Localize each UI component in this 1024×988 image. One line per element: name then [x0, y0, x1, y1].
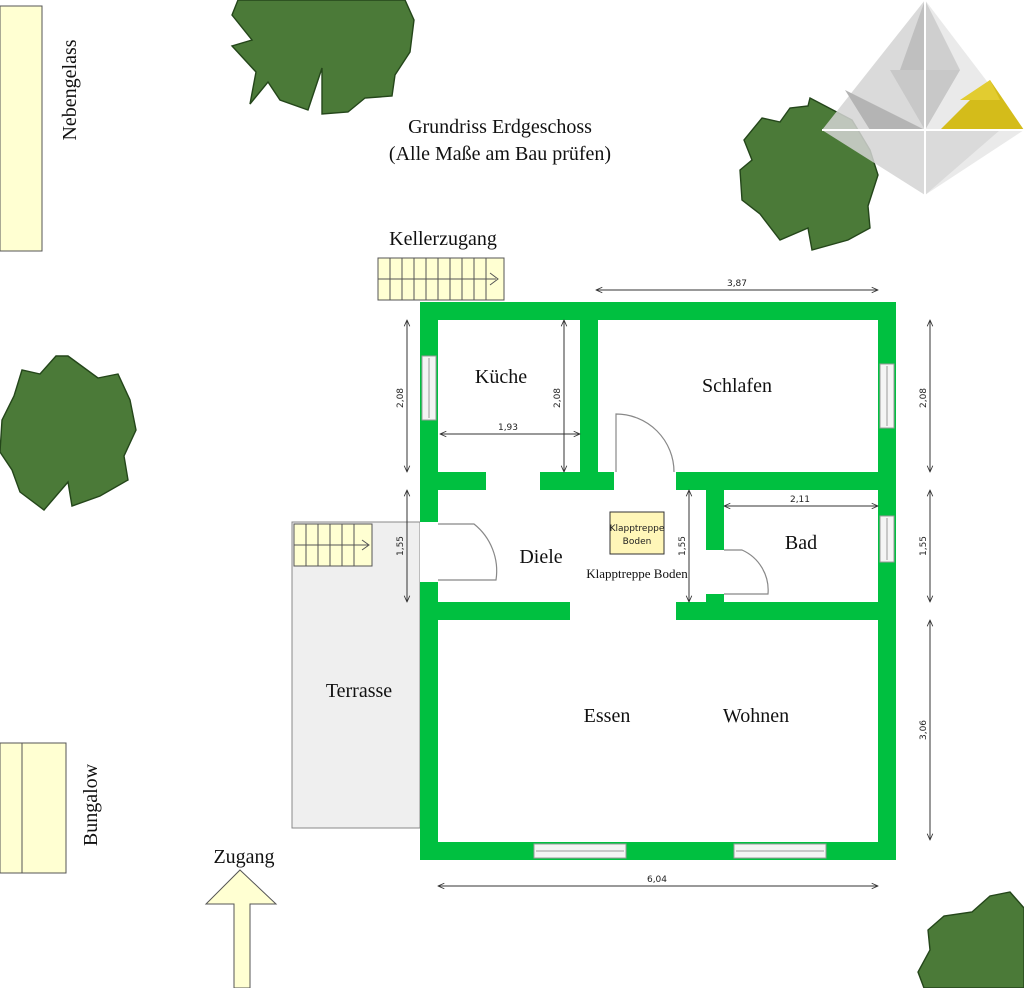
- dim-top-width: 3,87: [727, 279, 747, 289]
- dim-kitchen-inner-height: 2,08: [553, 388, 563, 408]
- room-bad: Bad: [785, 532, 817, 554]
- tree-left-icon: [0, 355, 137, 511]
- room-essen: Essen: [584, 705, 631, 727]
- entrance-label: Zugang: [213, 846, 274, 868]
- logo: [822, 0, 1024, 195]
- doors: [438, 413, 769, 595]
- dim-left-hall-height: 1,55: [396, 536, 406, 556]
- annex-nebengelass: [0, 5, 43, 252]
- dim-kitchen-width: 1,93: [498, 423, 518, 433]
- dim-right-living-height: 3,06: [919, 720, 929, 740]
- windows: [420, 355, 895, 859]
- dim-right-bath-height: 1,55: [919, 536, 929, 556]
- cellar-stairs: [377, 257, 505, 301]
- tree-bottom-right-icon: [917, 891, 1024, 988]
- plan-subtitle: (Alle Maße am Bau prüfen): [389, 143, 611, 165]
- entrance-arrow-icon: [204, 869, 278, 988]
- room-diele: Diele: [519, 546, 562, 568]
- dim-right-upper-height: 2,08: [919, 388, 929, 408]
- dimension-lines: [407, 290, 930, 886]
- attic-ladder-caption: Klapptreppe Boden: [586, 566, 688, 581]
- dim-bath-width: 2,11: [790, 495, 810, 505]
- annex-bungalow-label: Bungalow: [80, 763, 102, 846]
- dim-hall-inner-height: 1,55: [678, 536, 688, 556]
- tree-top-icon: [230, 0, 415, 115]
- attic-ladder-box-line2: Boden: [623, 537, 652, 547]
- attic-ladder-box-line1: Klapptreppe: [610, 524, 665, 534]
- annex-nebengelass-label: Nebengelass: [59, 39, 81, 140]
- attic-ladder-box: [609, 511, 665, 555]
- room-wohnen: Wohnen: [723, 705, 789, 727]
- terrace-label: Terrasse: [326, 680, 392, 702]
- dim-left-kitchen-height: 2,08: [396, 388, 406, 408]
- plan-title: Grundriss Erdgeschoss: [408, 116, 592, 138]
- terrace: [291, 521, 421, 829]
- dim-bottom-width: 6,04: [647, 875, 667, 885]
- cellar-access-label: Kellerzugang: [389, 228, 497, 250]
- terrace-stairs: [293, 523, 373, 567]
- annex-bungalow: [0, 742, 67, 874]
- room-schlafen: Schlafen: [702, 375, 772, 397]
- room-kueche: Küche: [475, 366, 527, 388]
